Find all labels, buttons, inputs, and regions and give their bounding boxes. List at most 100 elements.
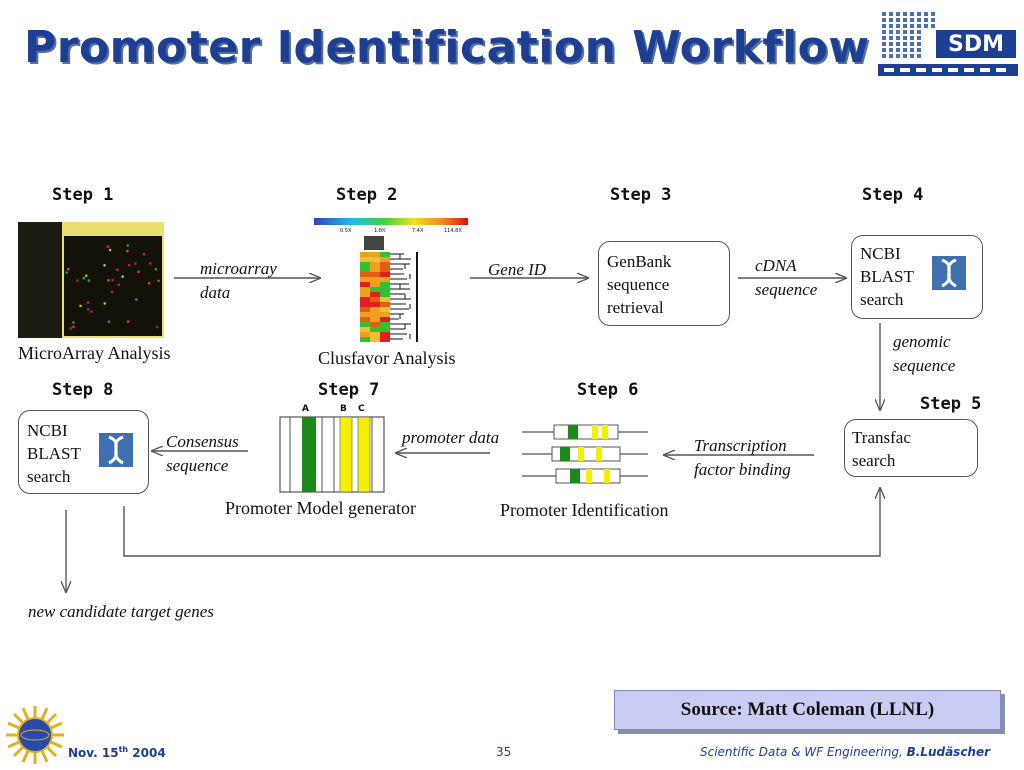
microarray-spot: [110, 290, 114, 294]
logo-dot: [917, 48, 921, 52]
heatmap-cell: [380, 292, 390, 297]
step-5-line-1: Transfac: [852, 428, 911, 447]
logo-dot: [882, 30, 886, 34]
heatmap-cell: [380, 322, 390, 327]
microarray-spot: [67, 267, 70, 271]
heatmap-cell: [380, 282, 390, 287]
heatmap-cell: [380, 317, 390, 322]
logo-dot: [917, 30, 921, 34]
heatmap-cell: [370, 322, 380, 327]
heatmap-cell: [360, 307, 370, 312]
logo-dot: [896, 30, 900, 34]
microarray-spot: [126, 249, 129, 253]
edge-34-line-2: sequence: [755, 280, 818, 299]
step-5-label: Step 5: [920, 394, 982, 414]
heatmap-cell: [370, 312, 380, 317]
footer-date: Nov. 15th 2004: [68, 745, 166, 760]
edge-78-line-2: sequence: [166, 456, 229, 475]
logo-dot: [917, 42, 921, 46]
step-2-caption: Clusfavor Analysis: [318, 348, 456, 368]
heatmap-cell: [370, 332, 380, 337]
promoter-model-graphic: A B C: [278, 400, 386, 494]
logo-dot: [931, 18, 935, 22]
logo-dot: [903, 54, 907, 58]
logo-dot: [889, 18, 893, 22]
microarray-spot: [86, 308, 90, 311]
heatmap-cell: [380, 297, 390, 302]
logo-dot: [931, 12, 935, 16]
microarray-spot: [106, 245, 109, 248]
logo-dot: [889, 36, 893, 40]
logo-dot: [882, 12, 886, 16]
logo-dot: [889, 12, 893, 16]
heatmap-cell: [380, 267, 390, 272]
step-4-label: Step 4: [862, 185, 924, 205]
arrow-step8-feedback-to-step5: [123, 488, 880, 557]
microarray-spot: [65, 271, 68, 274]
logo-dot: [903, 30, 907, 34]
microarray-spot: [137, 270, 140, 274]
step-2-label: Step 2: [336, 185, 398, 205]
step-1-label: Step 1: [52, 185, 114, 205]
heatmap-cell: [370, 277, 380, 282]
logo-dot: [903, 42, 907, 46]
heatmap-cell: [380, 287, 390, 292]
heatmap-cell: [370, 297, 380, 302]
logo-dot: [903, 48, 907, 52]
microarray-spot: [111, 278, 114, 282]
heatmap-cell: [360, 337, 370, 342]
microarray-spot: [103, 302, 107, 305]
output-label-new-candidate-genes: new candidate target genes: [28, 602, 214, 621]
heatmap-cell: [360, 272, 370, 277]
edge-78-line-1: Consensus: [166, 432, 239, 451]
microarray-spot: [90, 310, 93, 313]
heatmap-cell: [360, 257, 370, 262]
microarray-spot: [107, 278, 110, 282]
edge-label-consensus-sequence: Consensus sequence: [166, 430, 239, 478]
scale-tick-3: 7.4X: [412, 228, 424, 234]
genbank-retrieval-box: GenBank sequence retrieval: [598, 241, 730, 326]
heatmap-cell: [370, 272, 380, 277]
heatmap-cell: [370, 292, 380, 297]
microarray-spot: [126, 244, 130, 247]
heatmap-cell: [360, 302, 370, 307]
scale-tick-4: 114.8X: [444, 228, 462, 234]
step-4-line-2: BLAST: [860, 267, 914, 286]
logo-dot: [924, 12, 928, 16]
edge-34-line-1: cDNA: [755, 256, 797, 275]
heatmap-cell: [370, 267, 380, 272]
step-4-line-3: search: [860, 290, 904, 309]
logo-dot: [903, 18, 907, 22]
step-6-caption: Promoter Identification: [500, 500, 669, 520]
logo-dot: [910, 18, 914, 22]
heatmap-cell: [360, 287, 370, 292]
logo-dot: [910, 24, 914, 28]
footer-credit-author: B.Ludäscher: [906, 745, 991, 759]
microarray-spot: [107, 320, 111, 323]
edge-label-gene-id: Gene ID: [488, 260, 547, 279]
logo-dot: [910, 42, 914, 46]
microarray-image: [18, 222, 164, 338]
microarray-spot: [126, 320, 130, 323]
logo-dot: [917, 24, 921, 28]
logo-dot: [896, 18, 900, 22]
heatmap-cell: [360, 267, 370, 272]
logo-dot: [917, 12, 921, 16]
microarray-spot: [142, 252, 146, 256]
logo-dot: [896, 42, 900, 46]
footer-credit-prefix: Scientific Data & WF Engineering,: [700, 745, 907, 759]
heatmap-cell: [360, 332, 370, 337]
logo-dot: [896, 36, 900, 40]
heatmap-cell: [360, 297, 370, 302]
heatmap-cell: [360, 277, 370, 282]
logo-dot: [882, 42, 886, 46]
logo-dot: [910, 54, 914, 58]
step-8-line-2: BLAST: [27, 444, 81, 463]
microarray-spot: [84, 274, 88, 278]
logo-dot: [882, 36, 886, 40]
sdm-logo-graphic: SDM: [878, 8, 1018, 78]
scale-tick-1: 0.5X: [340, 228, 352, 234]
column-label-c: C: [358, 404, 365, 414]
heatmap-cell: [370, 257, 380, 262]
